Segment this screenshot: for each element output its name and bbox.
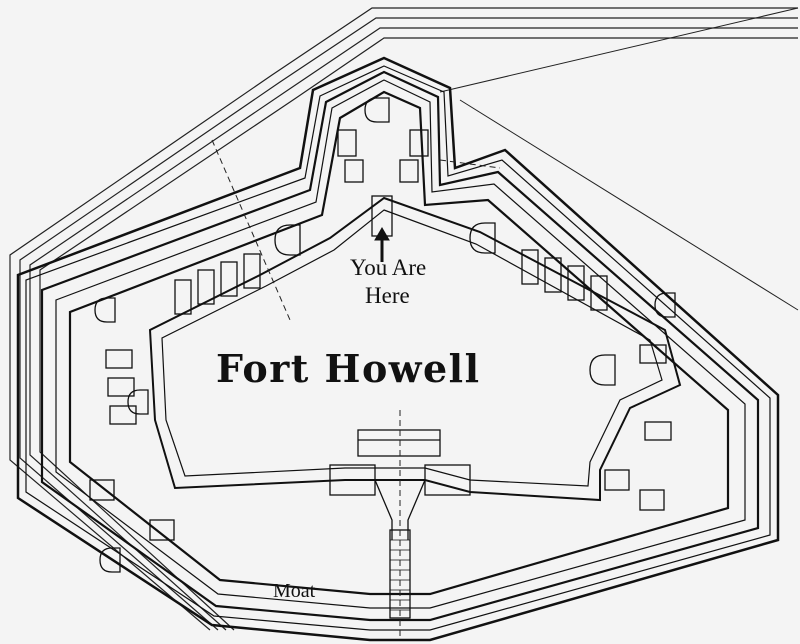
casemate xyxy=(399,159,419,183)
you-are-here-marker xyxy=(374,227,390,262)
casemate xyxy=(639,489,665,511)
gun-emplacement xyxy=(364,97,390,123)
outer-earthwork-line-1 xyxy=(9,7,798,631)
casemate xyxy=(89,479,115,501)
gun-emplacement xyxy=(127,389,149,415)
outer-earthwork-line-2 xyxy=(19,17,798,631)
casemate xyxy=(409,129,429,157)
section-line-diagonal xyxy=(211,139,291,321)
casemate xyxy=(567,265,585,301)
casemate xyxy=(174,279,192,315)
rampart-inner-line xyxy=(55,79,746,609)
sally-port-passage xyxy=(374,479,426,540)
central-building xyxy=(357,429,441,457)
map-title: Fort Howell xyxy=(216,346,481,391)
parade-wall-inner xyxy=(161,209,663,487)
casemate xyxy=(344,159,364,183)
outer-earthworks xyxy=(9,7,799,631)
casemate xyxy=(337,129,357,157)
you-are-here-label-line2: Here xyxy=(365,283,410,308)
gun-emplacement xyxy=(469,222,496,254)
casemate xyxy=(220,261,238,297)
outer-slope-right-2 xyxy=(459,99,799,311)
casemate xyxy=(590,275,608,311)
casemate xyxy=(149,519,175,541)
gun-emplacement xyxy=(94,297,116,323)
casemate xyxy=(604,469,630,491)
parade-wall xyxy=(148,196,682,502)
gun-emplacement xyxy=(589,354,616,386)
casemates xyxy=(89,129,672,541)
casemate xyxy=(105,349,133,369)
casemate xyxy=(197,269,215,305)
gun-emplacements xyxy=(94,97,676,573)
casemate xyxy=(639,344,667,364)
section-line-right xyxy=(439,159,501,169)
outer-earthwork-line-3 xyxy=(29,27,798,631)
moat-label: Moat xyxy=(273,580,316,602)
gun-emplacement xyxy=(274,224,301,256)
outer-earthwork-line-4 xyxy=(39,37,798,631)
casemate xyxy=(544,257,562,293)
casemate xyxy=(521,249,539,285)
casemate xyxy=(243,253,261,289)
up-arrow-icon xyxy=(374,227,390,241)
casemate xyxy=(644,421,672,441)
casemate xyxy=(107,377,135,397)
outer-wall xyxy=(16,56,780,642)
section-lines xyxy=(211,139,501,640)
gun-emplacement xyxy=(99,547,121,573)
gun-emplacement xyxy=(654,292,676,318)
you-are-here-label: You Are xyxy=(350,255,427,280)
terreplein-line xyxy=(68,90,730,596)
outer-slope-right xyxy=(439,7,799,93)
casemate xyxy=(109,405,137,425)
